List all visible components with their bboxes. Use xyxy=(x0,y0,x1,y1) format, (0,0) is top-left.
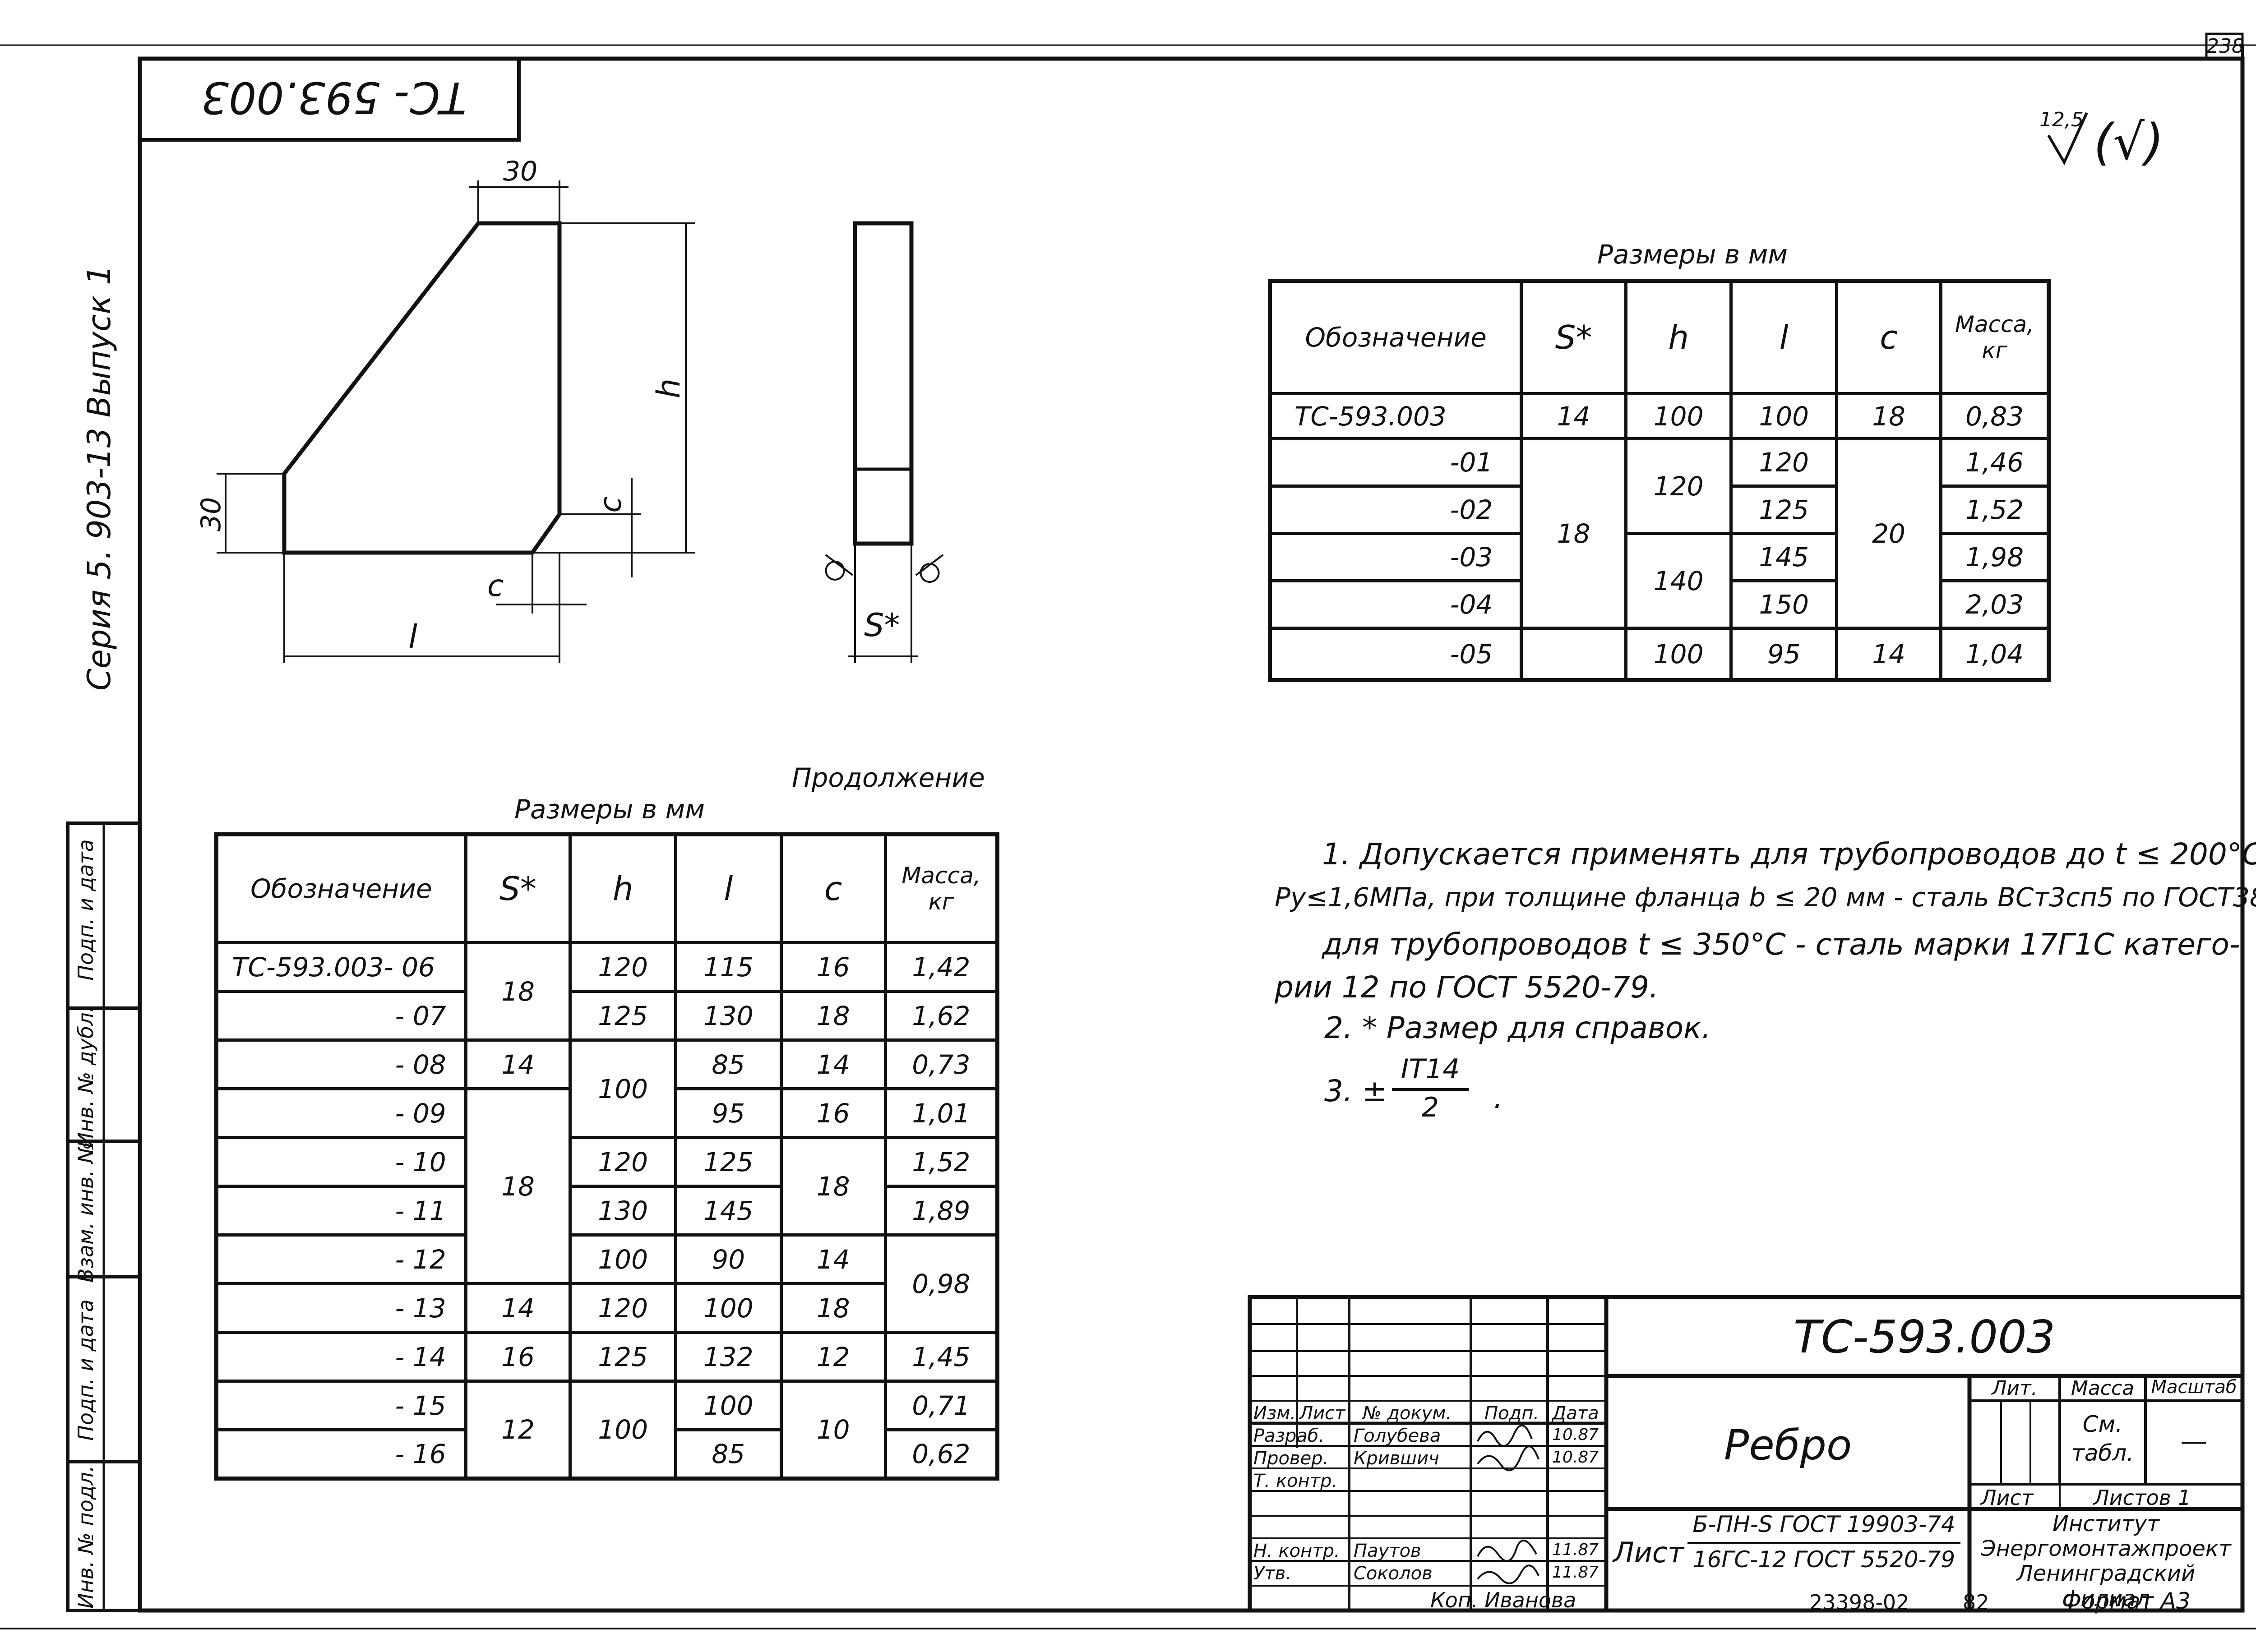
table-row: -04 150 2,03 xyxy=(1268,579,2050,630)
note-2: 2. * Размер для справок. xyxy=(1324,1011,1711,1045)
part-side-view xyxy=(825,221,944,663)
table-row: -02 125 1,52 xyxy=(1268,485,2050,535)
table-row: ТС-593.003- 06 18 120 115 16 1,42 xyxy=(215,941,999,1042)
note-1c: для трубопроводов t ≤ 350°С - сталь марк… xyxy=(1322,927,2240,962)
table-row: - 08 14 100 85 14 0,73 xyxy=(215,1038,999,1139)
dim-c-bottom: c xyxy=(487,568,504,603)
roughness-value: 12,5 xyxy=(2039,108,2084,131)
table-row: - 09 18 95 16 1,01 xyxy=(215,1087,999,1285)
note-3-denominator: 2 xyxy=(1421,1092,1439,1123)
role-norm-control: Н. контр. xyxy=(1253,1541,1340,1561)
sheet-number: 238 xyxy=(2206,35,2244,58)
role-tech-control: Т. контр. xyxy=(1253,1471,1338,1491)
dim-s: S* xyxy=(864,607,900,644)
role-developer: Разраб. xyxy=(1253,1426,1325,1446)
name-checker: Крившич xyxy=(1354,1448,1439,1469)
table2-h-mass: Масса, кг xyxy=(883,833,999,944)
table-row: -05 100 95 14 1,04 xyxy=(1268,627,2050,682)
name-developer: Голубева xyxy=(1354,1426,1441,1446)
material-prefix: Лист xyxy=(1613,1536,1684,1569)
note-1b: Py≤1,6МПа, при толщине фланца b ≤ 20 мм … xyxy=(1275,882,2256,913)
roughness-symbol: (√) xyxy=(2094,113,2164,171)
table2-h-l: l xyxy=(674,833,783,944)
table1-h-l: l xyxy=(1729,279,1838,395)
note-3-prefix: 3. ± xyxy=(1324,1074,1387,1108)
table-row: - 07 125 130 18 1,62 xyxy=(215,990,999,1042)
table-row: - 12 100 90 14 0,98 xyxy=(215,1233,999,1334)
org-line-2: Энергомонтажпроект xyxy=(1981,1536,2231,1561)
date-approved: 11.87 xyxy=(1552,1563,1599,1582)
material-bottom: 16ГС-12 ГОСТ 5520-79 xyxy=(1692,1546,1956,1573)
lit-label: Лит. xyxy=(1992,1377,2038,1400)
org-line-3: Ленинградский филиал xyxy=(2016,1561,2196,1611)
date-developer: 10.87 xyxy=(1552,1426,1599,1444)
inventory-number: 23398-02 xyxy=(1809,1590,1909,1615)
note-1d: рии 12 по ГОСТ 5520-79. xyxy=(1275,970,1659,1005)
table-row: - 15 12 100 100 10 0,71 xyxy=(215,1380,999,1480)
table-row: ТС-593.003 14 100 100 18 0,83 xyxy=(1268,392,2050,440)
table1-h-design: Обозначение xyxy=(1268,279,1523,395)
dim-l: l xyxy=(408,618,418,656)
note-3-suffix: . xyxy=(1493,1080,1503,1115)
table2-h-design: Обозначение xyxy=(215,833,467,944)
table1-h-h: h xyxy=(1624,279,1733,395)
massa-value: См. табл. xyxy=(2071,1411,2134,1466)
table1: Обозначение S* h l c Масса, кг ТС-593.00… xyxy=(1268,279,2051,682)
col-izm: Изм. xyxy=(1253,1403,1296,1424)
format-label: Формат А3 xyxy=(2062,1588,2191,1614)
table1-h-mass: Масса, кг xyxy=(1939,279,2050,395)
table2-h-c: c xyxy=(779,833,887,944)
col-list: Лист xyxy=(1299,1403,1345,1424)
table1-h-c: c xyxy=(1835,279,1943,395)
name-norm-control: Паутов xyxy=(1354,1541,1421,1561)
table2-h-s: S* xyxy=(464,833,572,944)
note-3-fraction-bar xyxy=(1392,1088,1469,1091)
table2-h-h: h xyxy=(569,833,677,944)
name-approved: Соколов xyxy=(1354,1563,1433,1584)
list-label: Лист xyxy=(1981,1486,2034,1510)
title-doc-number: ТС-593.003 xyxy=(1793,1311,2056,1363)
roughness-icon xyxy=(2047,112,2088,166)
listov-label: Листов 1 xyxy=(2094,1486,2191,1510)
material-top: Б-ПН-S ГОСТ 19903-74 xyxy=(1692,1511,1956,1537)
org-line-1: Институт xyxy=(2052,1511,2160,1537)
col-sign: Подп. xyxy=(1484,1403,1539,1424)
copied-by: Коп. Иванова xyxy=(1430,1588,1576,1612)
page-number: 82 xyxy=(1963,1590,1989,1615)
table-row: - 13 14 120 100 18 xyxy=(215,1282,998,1334)
table2-caption: Размеры в мм xyxy=(514,794,705,825)
note-3-numerator: IТ14 xyxy=(1401,1053,1460,1085)
col-date: Дата xyxy=(1552,1403,1599,1424)
table2: Обозначение S* h l c Масса, кг ТС-593.00… xyxy=(214,832,999,1481)
table2-continuation: Продолжение xyxy=(792,762,985,793)
material-fraction-bar xyxy=(1687,1542,1960,1544)
role-checker: Провер. xyxy=(1253,1448,1329,1469)
role-approved: Утв. xyxy=(1253,1563,1291,1584)
part-front-view xyxy=(217,180,695,663)
date-checker: 10.87 xyxy=(1552,1448,1599,1467)
massa-label: Масса xyxy=(2071,1377,2135,1400)
dim-top-30: 30 xyxy=(503,156,538,187)
table-row: -03 140 145 1,98 xyxy=(1268,532,2050,630)
title-part-name: Ребро xyxy=(1724,1421,1852,1469)
date-norm-control: 11.87 xyxy=(1552,1541,1599,1559)
table-row: - 16 85 0,62 xyxy=(215,1428,999,1480)
table-row: -01 18 120 120 20 1,46 xyxy=(1268,437,2050,630)
table-row: - 11 130 145 1,89 xyxy=(215,1185,999,1237)
table-row: - 14 16 125 132 12 1,45 xyxy=(215,1331,999,1383)
table-row: - 10 120 125 18 1,52 xyxy=(215,1136,999,1237)
table1-h-s: S* xyxy=(1520,279,1627,395)
col-doc: № докум. xyxy=(1363,1403,1452,1424)
note-1a: 1. Допускается применять для трубопровод… xyxy=(1322,837,2256,872)
table1-caption: Размеры в мм xyxy=(1597,239,1788,270)
masshtab-label: Масштаб xyxy=(2151,1377,2237,1398)
masshtab-value: — xyxy=(2180,1426,2208,1457)
